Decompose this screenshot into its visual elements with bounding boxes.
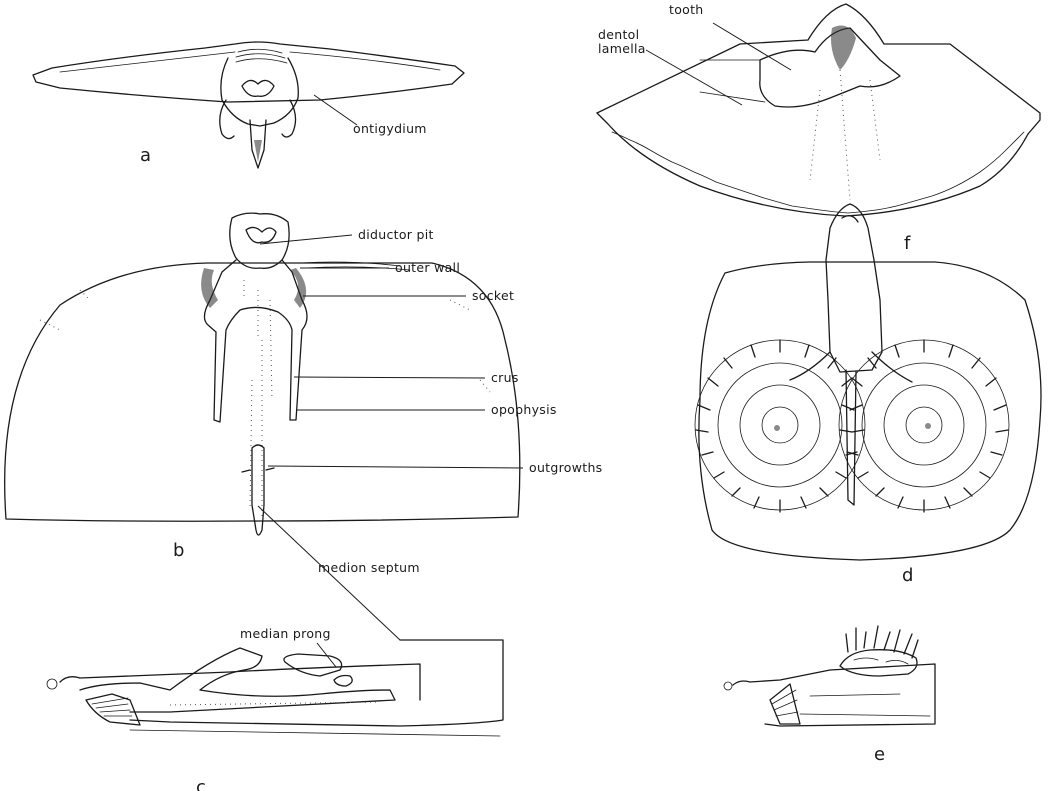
spiralium-right (839, 340, 1009, 512)
panel-label-c: c (196, 777, 206, 791)
drawing-e (724, 626, 935, 726)
leader-antigydium (314, 95, 357, 125)
label-median-septum: medion septum (318, 560, 420, 575)
panel-label-a: a (140, 145, 151, 166)
panel-label-b: b (173, 540, 184, 561)
panel-label-f: f (904, 233, 911, 254)
panel-label-d: d (902, 565, 913, 586)
label-outer-wall: outer wall (395, 260, 460, 275)
label-socket: socket (472, 288, 514, 303)
label-tooth: tooth (669, 2, 704, 17)
label-crus: crus (491, 370, 519, 385)
leader-outgrowths (268, 466, 523, 468)
drawing-c (47, 640, 503, 736)
label-dental-lamella-line2: lamella (598, 41, 646, 56)
label-outgrowths: outgrowths (529, 460, 602, 475)
drawing-f (597, 4, 1040, 216)
panel-label-e: e (874, 744, 885, 765)
leader-dental-lamella (646, 50, 742, 105)
label-dental-lamella-line1: dentol (598, 27, 639, 42)
drawing-a (33, 42, 464, 168)
drawing-d (695, 204, 1041, 560)
label-antigydium: ontigydium (353, 121, 427, 136)
spiralium-left (695, 340, 865, 512)
label-median-prong: median prong (240, 626, 331, 641)
label-diductor-pit: diductor pit (358, 227, 434, 242)
leader-crus (294, 377, 485, 378)
leader-tooth (713, 23, 791, 70)
label-apophysis: opophysis (491, 402, 557, 417)
